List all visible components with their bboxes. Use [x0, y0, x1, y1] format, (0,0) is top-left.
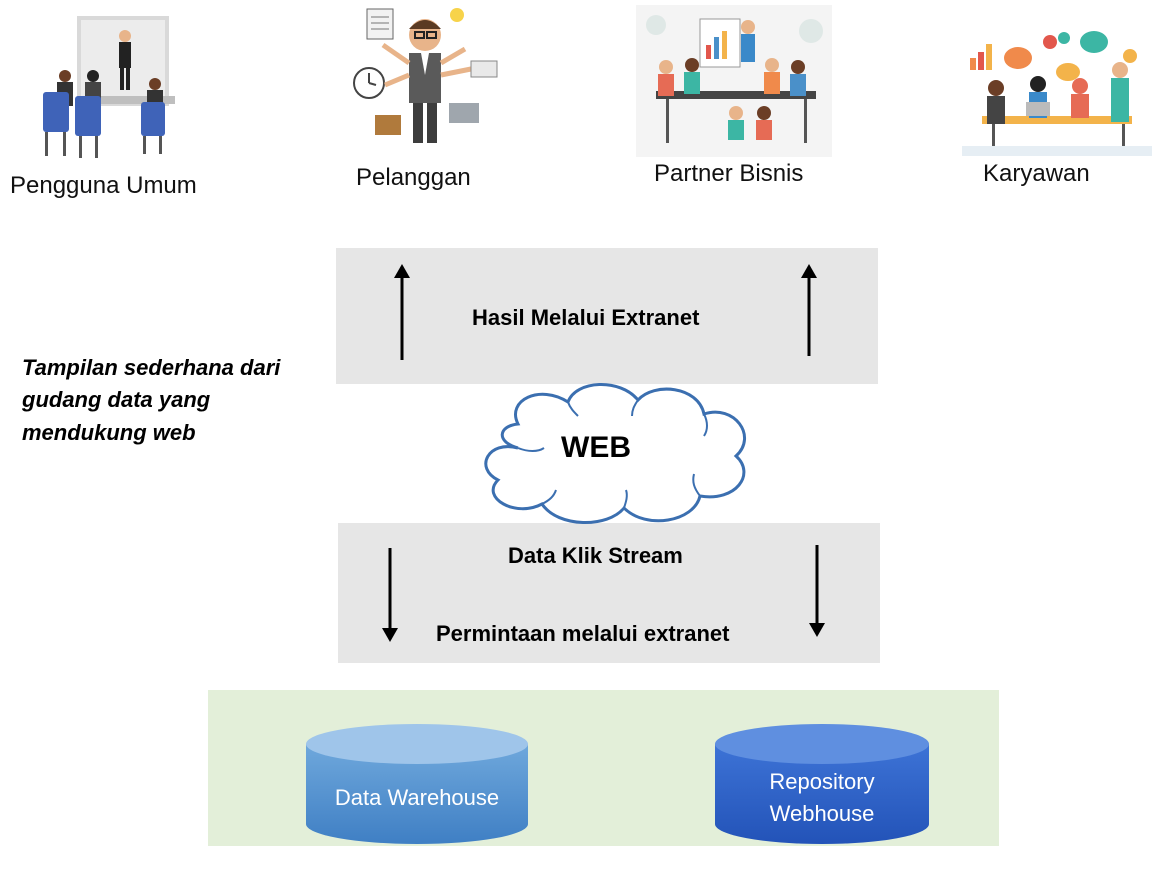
repository-webhouse-label: Repository Webhouse — [769, 769, 875, 826]
meeting-presentation-icon — [35, 14, 175, 164]
arrow-down-left-icon — [382, 548, 398, 642]
results-extranet-box — [336, 248, 878, 384]
click-stream-label: Data Klik Stream — [508, 543, 683, 568]
user-label-pelanggan: Pelanggan — [356, 164, 471, 191]
user-label-karyawan: Karyawan — [983, 160, 1090, 187]
data-warehouse-label: Data Warehouse — [334, 785, 500, 810]
requests-extranet-label: Permintaan melalui extranet — [436, 621, 730, 646]
arrow-up-right-icon — [801, 264, 817, 356]
arrow-down-right-icon — [809, 545, 825, 637]
arrow-up-left-icon — [394, 264, 410, 360]
user-label-partner-bisnis: Partner Bisnis — [654, 160, 804, 187]
results-extranet-label: Hasil Melalui Extranet — [472, 305, 700, 330]
user-label-pengguna-umum: Pengguna Umum — [10, 172, 197, 199]
office-discussion-icon — [962, 28, 1152, 158]
repository-webhouse-cylinder-icon — [715, 724, 929, 844]
requests-extranet-box — [338, 523, 880, 663]
diagram-caption: Tampilan sederhana dari gudang data yang… — [22, 355, 281, 445]
web-label: WEB — [561, 431, 631, 464]
web-cloud-shape — [484, 383, 747, 524]
data-warehouse-cylinder-icon — [306, 724, 528, 844]
multitasking-businessman-icon — [345, 5, 505, 150]
team-meeting-icon — [636, 5, 832, 157]
